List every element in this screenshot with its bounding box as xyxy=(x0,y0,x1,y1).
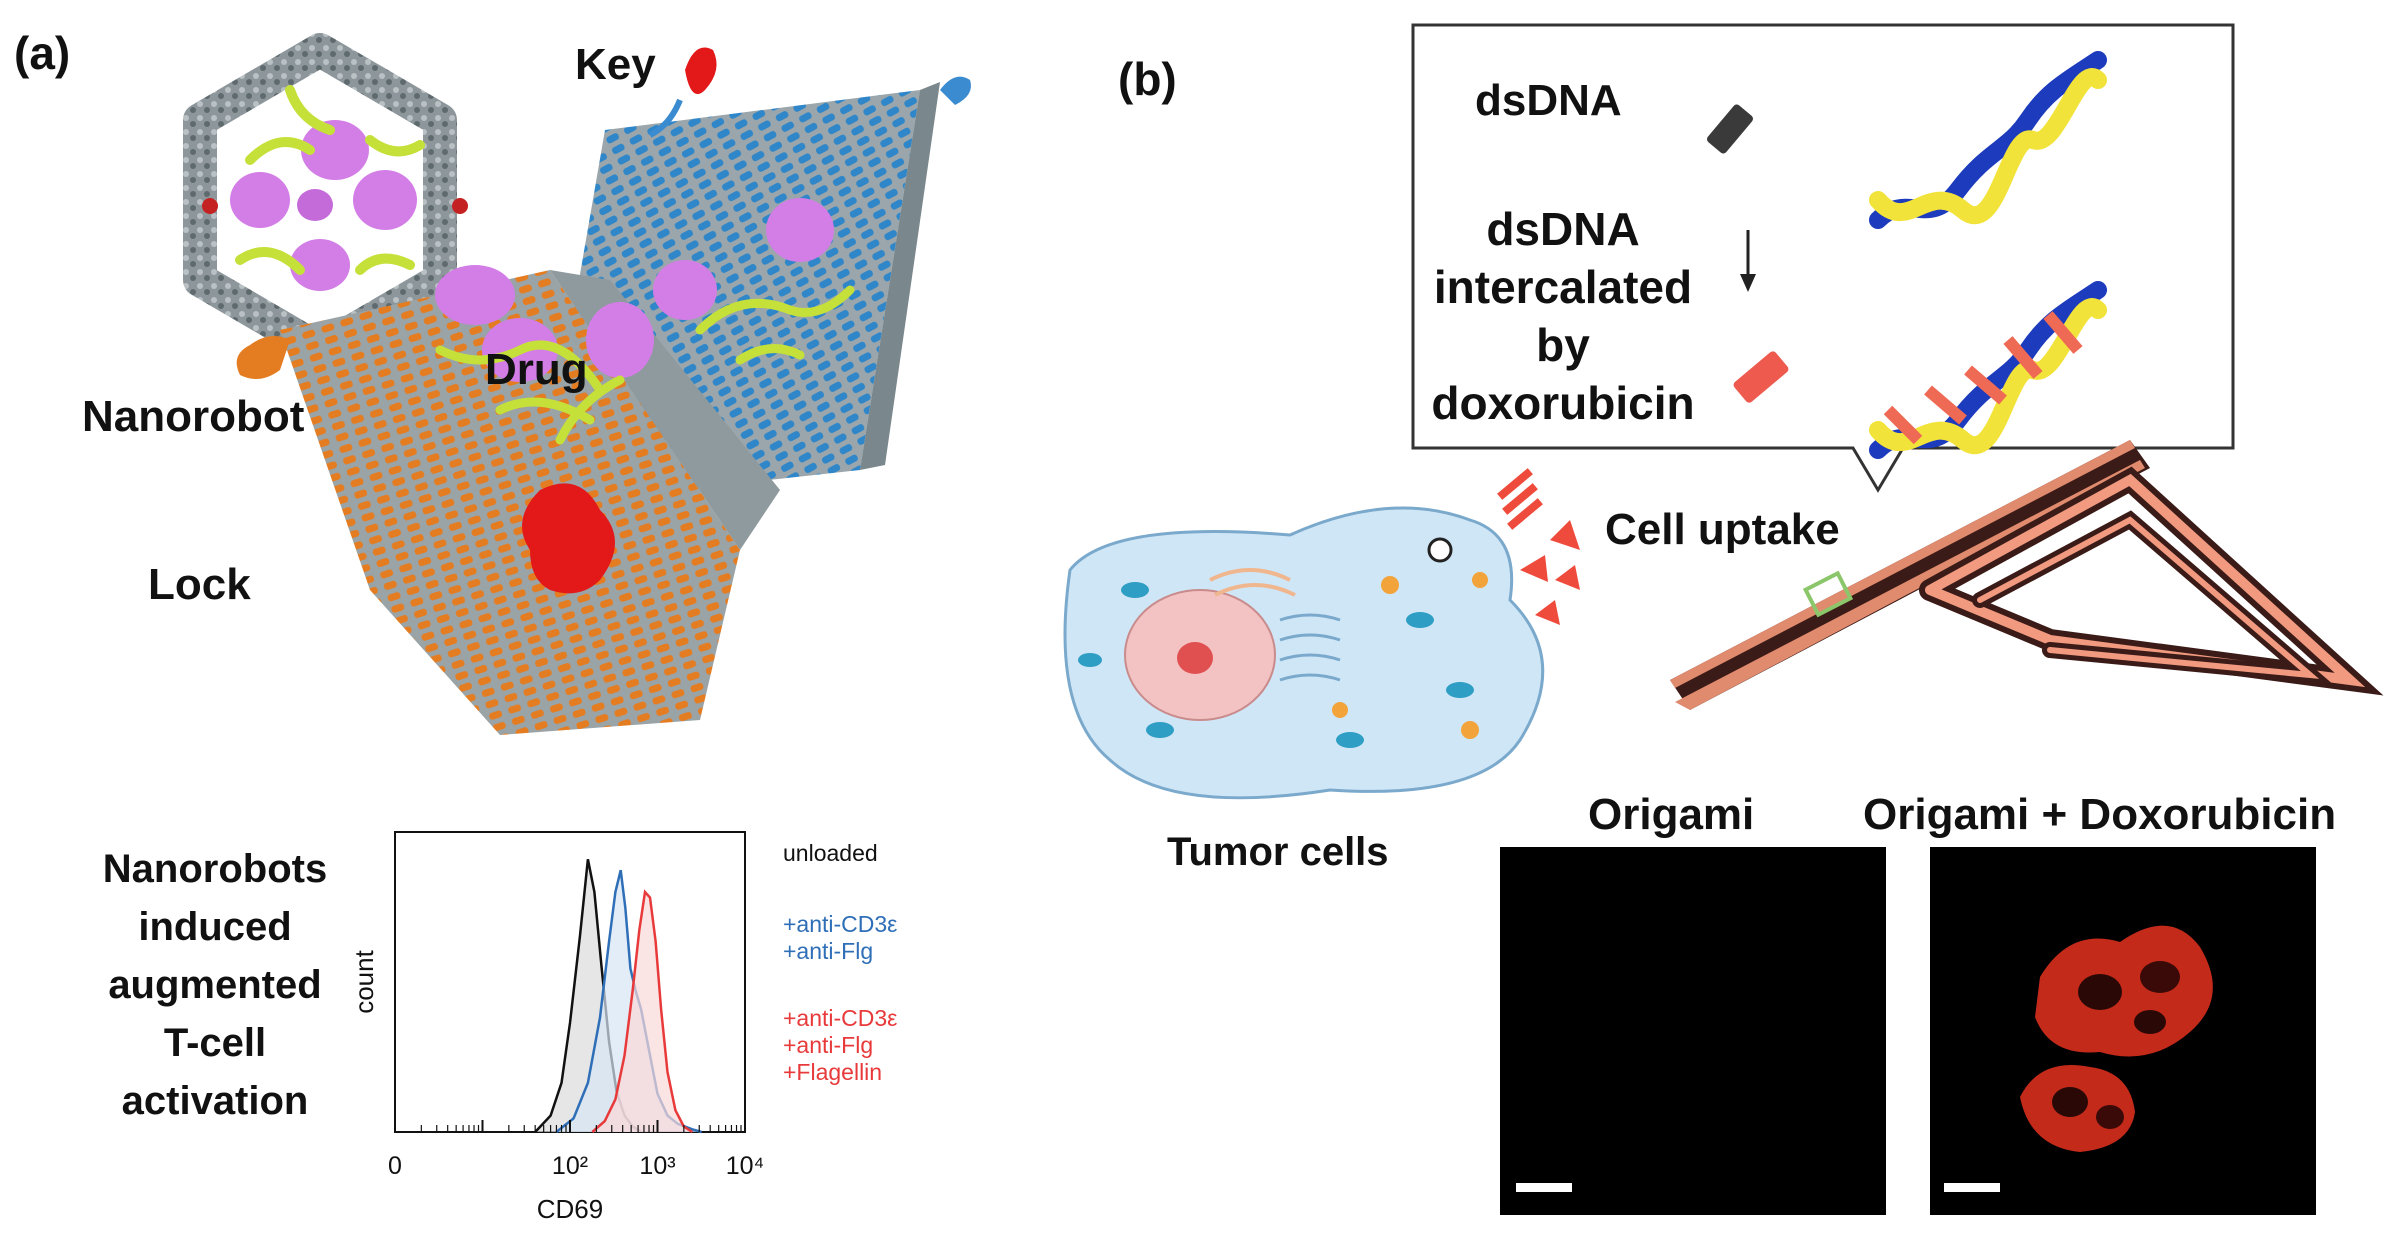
callout-line: intercalated xyxy=(1433,261,1693,313)
callout-line: doxorubicin xyxy=(1431,377,1695,429)
key-label: Key xyxy=(575,40,656,89)
legend-entry: unloaded xyxy=(783,840,897,867)
legend-entry: +anti-CD3ε+anti-Flg+Flagellin xyxy=(783,1005,897,1086)
series-layer xyxy=(534,859,703,1134)
callout-line: by xyxy=(1536,319,1590,371)
fluorescent-cells-image xyxy=(2020,925,2213,1152)
tumor-cell-icon xyxy=(1063,506,1545,800)
scale-bar xyxy=(1944,1183,2000,1192)
x-tick-label: 0 xyxy=(388,1152,402,1180)
series-area xyxy=(535,859,642,1132)
y-axis-label: count xyxy=(349,949,379,1013)
legend-line: +anti-Flg xyxy=(783,1032,874,1058)
intercalated-helix-icon xyxy=(1869,281,2107,459)
legend-line: +anti-CD3ε xyxy=(783,911,898,937)
cd69-histogram: 0 10² 10³ 10⁴ count CD69 xyxy=(349,831,764,1224)
lock-label: Lock xyxy=(148,560,251,609)
dna-origami-rod-icon xyxy=(1670,440,2150,710)
doxorubicin-block-icon xyxy=(1733,351,1789,403)
micrograph-title-origami-doxorubicin: Origami + Doxorubicin xyxy=(1863,790,2337,839)
micrograph-origami xyxy=(1500,847,1886,1215)
legend-line: +anti-CD3ε xyxy=(783,1005,898,1031)
legend-entry: +anti-CD3ε+anti-Flg xyxy=(783,911,897,965)
uptake-illustration xyxy=(1063,440,2384,800)
nanorobot-label: Nanorobot xyxy=(82,392,305,441)
legend-line: unloaded xyxy=(783,840,878,866)
callout-box xyxy=(1411,23,2235,493)
stack-line: T-cell xyxy=(163,1021,267,1065)
callout-dsdna-label: dsDNA xyxy=(1475,76,1622,125)
callout-intercalated-label: dsDNA intercalated by doxorubicin xyxy=(1408,200,1718,432)
x-axis-label: CD69 xyxy=(537,1194,603,1224)
nanorobot-illustration xyxy=(183,33,971,735)
legend-line: +Flagellin xyxy=(783,1059,883,1085)
x-tick-label: 10⁴ xyxy=(726,1152,765,1180)
legend-line: +anti-Flg xyxy=(783,938,874,964)
x-tick-label: 10³ xyxy=(639,1152,675,1180)
micrograph-origami-doxorubicin xyxy=(1930,847,2316,1215)
callout-line: dsDNA xyxy=(1486,203,1640,255)
stack-line: Nanorobots xyxy=(102,847,328,891)
x-tick-label: 10² xyxy=(552,1152,588,1180)
stack-line: induced xyxy=(138,905,292,949)
tumor-cells-label: Tumor cells xyxy=(1167,830,1389,874)
t-cell-activation-label: Nanorobots induced augmented T-cell acti… xyxy=(70,840,360,1130)
panel-b-tag: (b) xyxy=(1118,53,1177,105)
micrograph-title-origami: Origami xyxy=(1588,790,1755,839)
doxorubicin-fragments-icon xyxy=(1497,468,1580,625)
cell-uptake-label: Cell uptake xyxy=(1605,505,1840,554)
histogram-legend: unloaded+anti-CD3ε+anti-Flg+anti-CD3ε+an… xyxy=(783,840,897,1086)
stack-line: activation xyxy=(121,1079,309,1123)
series-line xyxy=(591,889,693,1134)
dna-origami-triangle-icon xyxy=(1919,466,2384,696)
stack-line: augmented xyxy=(108,963,322,1007)
dsdna-block-icon xyxy=(1707,104,1753,154)
drug-label: Drug xyxy=(485,345,588,394)
panel-a-tag: (a) xyxy=(14,27,71,79)
scale-bar xyxy=(1516,1183,1572,1192)
dsdna-helix-icon xyxy=(1869,51,2107,229)
series-area xyxy=(556,870,702,1132)
tick-layer: 0 10² 10³ 10⁴ xyxy=(388,1120,764,1180)
opened-nanorobot xyxy=(236,47,971,735)
